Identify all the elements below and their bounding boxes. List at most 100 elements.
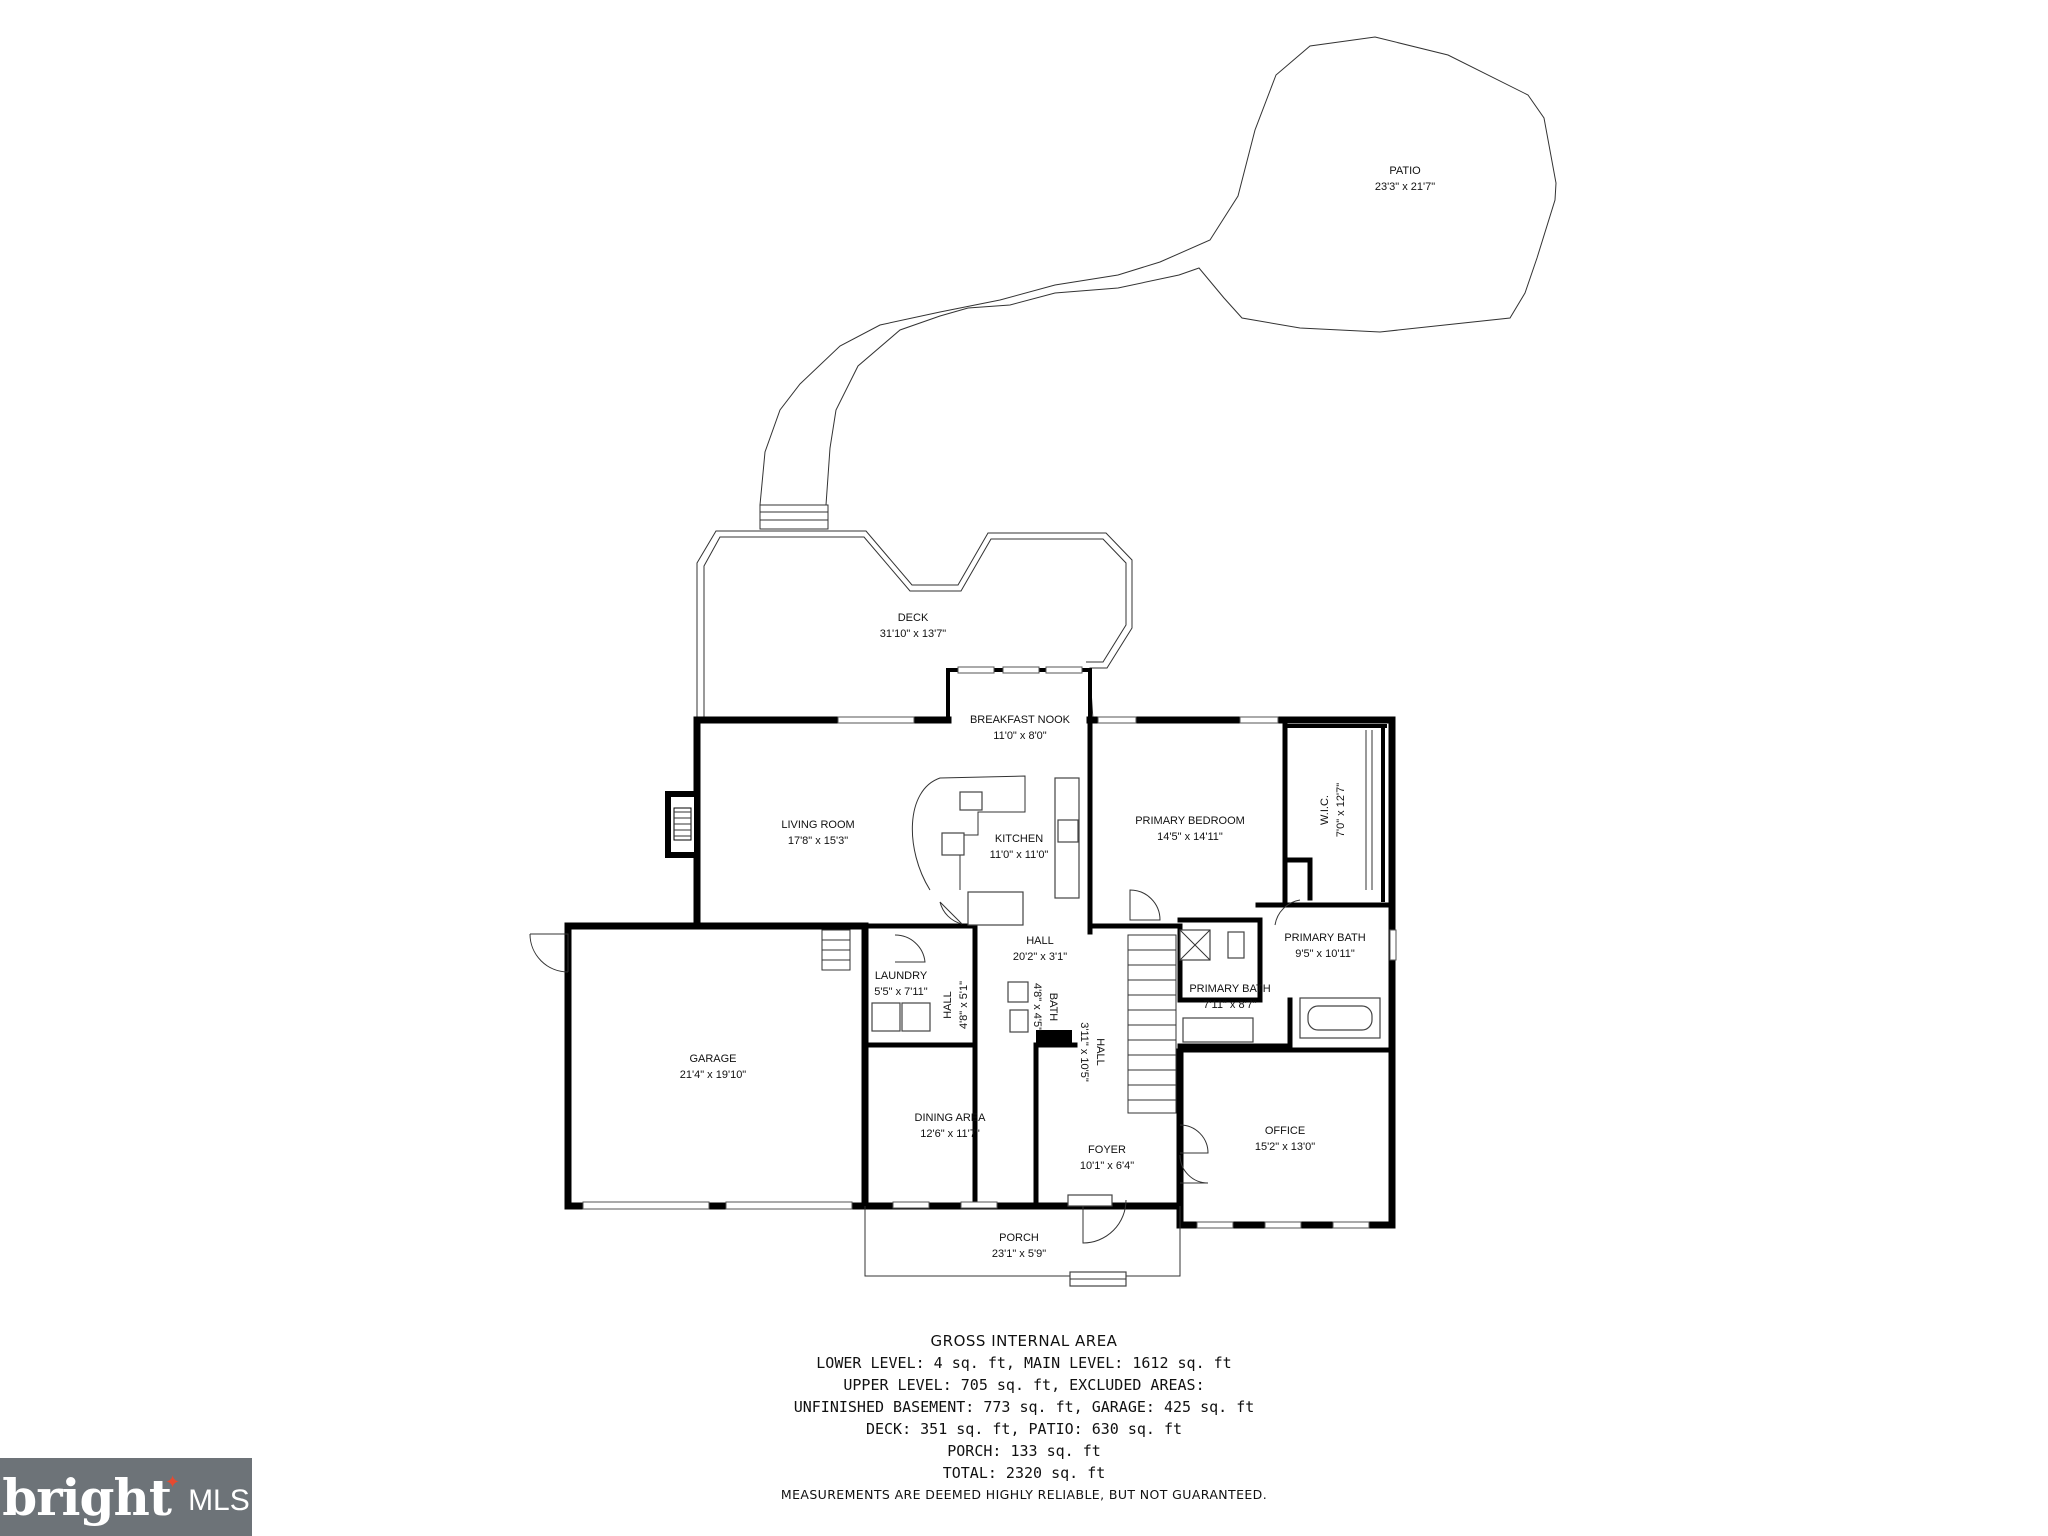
area-heading: GROSS INTERNAL AREA — [930, 1332, 1118, 1350]
patio-dims: 23'3" x 21'7" — [1375, 181, 1435, 193]
shower-x — [1179, 929, 1211, 961]
cooktop — [959, 791, 983, 811]
double-vanity — [1182, 1017, 1254, 1043]
hall-dims: 20'2" x 3'1" — [1013, 951, 1067, 963]
window — [892, 1201, 930, 1209]
wic-dims: 7'0" x 12'7" — [1335, 783, 1347, 837]
garage-wall — [564, 922, 869, 1210]
dryer — [901, 1002, 931, 1032]
door-swing — [939, 901, 963, 925]
interior-walls — [862, 717, 1395, 1209]
breakfast-nook-bay — [946, 668, 1092, 722]
wic-label-group: W.I.C. 7'0" x 12'7" — [1319, 783, 1347, 837]
foyer-label: FOYER — [1088, 1144, 1126, 1156]
window — [1196, 1221, 1234, 1229]
kitchen-island — [911, 775, 1026, 891]
foyer-dims: 10'1" x 6'4" — [1080, 1160, 1134, 1172]
hall-foyer-label: HALL — [1094, 1038, 1106, 1066]
washer — [871, 1002, 901, 1032]
window — [960, 1201, 998, 1209]
hall-small-dims: 4'8" x 5'1" — [958, 981, 970, 1029]
laundry-dims: 5'5" x 7'11" — [874, 986, 927, 998]
window — [1002, 666, 1040, 674]
wic-walls — [1283, 724, 1387, 902]
primary-bedroom-dims: 14'5" x 14'11" — [1157, 831, 1223, 843]
primary-bedroom-label: PRIMARY BEDROOM — [1135, 815, 1245, 827]
garage-side-door — [529, 933, 569, 973]
window — [1264, 1221, 1302, 1229]
toilet — [1009, 1009, 1029, 1033]
deck-inner-line — [703, 536, 1127, 720]
hall-small-label-group: HALL 4'8" x 5'1" — [942, 981, 970, 1029]
tub-basin — [1307, 1005, 1373, 1031]
office-dims: 15'2" x 13'0" — [1255, 1141, 1315, 1153]
deck-steps — [759, 504, 829, 530]
pantry — [967, 891, 1024, 926]
logo-suffix: MLS — [188, 1484, 250, 1517]
window — [1239, 716, 1279, 724]
area-line: PORCH: 133 sq. ft — [947, 1442, 1101, 1460]
vanity — [1007, 981, 1029, 1003]
laundry-label: LAUNDRY — [875, 970, 928, 982]
area-line: UPPER LEVEL: 705 sq. ft, EXCLUDED AREAS: — [843, 1376, 1205, 1394]
deck-dims: 31'10" x 13'7" — [880, 628, 947, 640]
floor-plan: PATIO 23'3" x 21'7" DECK 31'10" x 13'7" … — [529, 36, 1557, 1287]
closet — [1036, 1030, 1072, 1046]
bath-dims: 4'8" x 4'5" — [1031, 983, 1043, 1031]
window — [1332, 1221, 1370, 1229]
office-label: OFFICE — [1265, 1125, 1305, 1137]
laundry-steps — [821, 929, 851, 971]
garage-door — [582, 1201, 710, 1210]
gross-area-summary: GROSS INTERNAL AREA LOWER LEVEL: 4 sq. f… — [0, 1330, 2048, 1506]
porch-outline — [864, 1206, 1181, 1277]
living-room-label: LIVING ROOM — [781, 819, 854, 831]
primary-bath-2-dims: 7'11" x 8'7" — [1203, 999, 1256, 1011]
bath-label: BATH — [1047, 993, 1059, 1022]
sink — [941, 832, 965, 856]
bright-mls-logo: bright ✦ MLS — [0, 1458, 252, 1536]
area-line: LOWER LEVEL: 4 sq. ft, MAIN LEVEL: 1612 … — [816, 1354, 1232, 1372]
staircase — [1127, 934, 1177, 1114]
kitchen-label: KITCHEN — [995, 833, 1043, 845]
hall-small-label: HALL — [942, 991, 954, 1019]
logo-accent-icon: ✦ — [164, 1471, 181, 1493]
hall-label: HALL — [1026, 935, 1054, 947]
deck-label: DECK — [898, 612, 929, 624]
front-door-frame — [1067, 1194, 1113, 1207]
disclaimer: MEASUREMENTS ARE DEEMED HIGHLY RELIABLE,… — [780, 1487, 1268, 1502]
door-swing — [1129, 889, 1161, 921]
breakfast-nook-dims: 11'0" x 8'0" — [993, 730, 1046, 742]
deck-outline — [696, 530, 1133, 721]
hall-foyer-label-group: HALL 3'11" x 10'5" — [1078, 1022, 1106, 1082]
primary-bath-2-label: PRIMARY BATH — [1189, 983, 1270, 995]
porch-label: PORCH — [999, 1232, 1039, 1244]
primary-bath-dims: 9'5" x 10'11" — [1295, 948, 1355, 960]
dining-area-dims: 12'6" x 11'7" — [920, 1128, 980, 1140]
logo-wordmark: bright — [2, 1467, 172, 1527]
sliding-door — [837, 716, 915, 724]
dining-area-label: DINING AREA — [915, 1112, 987, 1124]
primary-bath-label: PRIMARY BATH — [1284, 932, 1365, 944]
door-swing — [1274, 899, 1301, 926]
garage-dims: 21'4" x 19'10" — [680, 1069, 747, 1081]
door-swing — [894, 934, 926, 963]
living-room-dims: 17'8" x 15'3" — [788, 835, 848, 847]
window — [1097, 716, 1137, 724]
toilet — [1227, 931, 1245, 959]
patio-outline — [759, 36, 1557, 506]
breakfast-nook-label: BREAKFAST NOOK — [970, 714, 1071, 726]
office-french-doors — [1179, 1124, 1209, 1184]
window — [957, 666, 995, 674]
front-door — [1082, 1199, 1127, 1244]
garage-door — [725, 1201, 853, 1210]
area-line: DECK: 351 sq. ft, PATIO: 630 sq. ft — [865, 1420, 1183, 1438]
porch-dims: 23'1" x 5'9" — [992, 1248, 1046, 1260]
garage-label: GARAGE — [689, 1053, 736, 1065]
kitchen-dims: 11'0" x 11'0" — [990, 849, 1049, 861]
patio-label: PATIO — [1389, 165, 1421, 177]
bath-label-group: BATH 4'8" x 4'5" — [1031, 983, 1059, 1031]
area-line: UNFINISHED BASEMENT: 773 sq. ft, GARAGE:… — [793, 1398, 1255, 1416]
window — [1389, 929, 1397, 961]
wic-label: W.I.C. — [1319, 795, 1331, 825]
range — [1057, 819, 1079, 843]
